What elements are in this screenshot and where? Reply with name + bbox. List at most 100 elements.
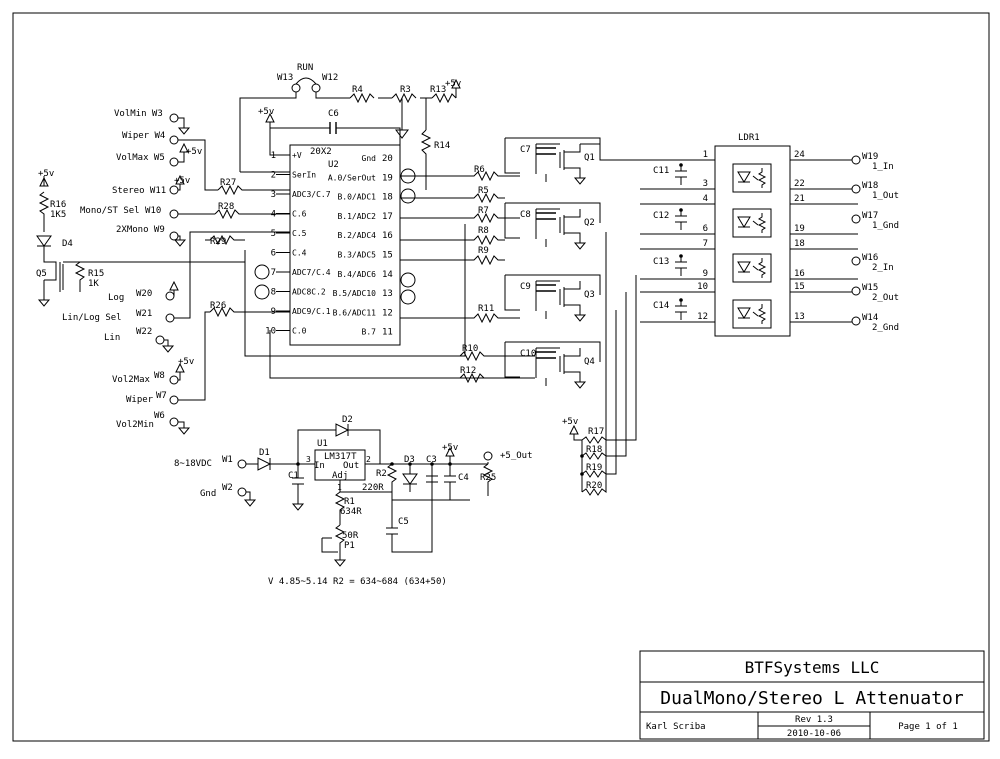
- d2: [335, 423, 350, 437]
- supply-label: +5v: [174, 176, 190, 186]
- w11-terminal[interactable]: [169, 185, 179, 195]
- mosfet-label: Q4: [584, 357, 595, 367]
- u1-adj: Adj: [332, 471, 348, 481]
- q5: [59, 262, 64, 292]
- d4: [36, 235, 52, 247]
- u2-pin-name: B.1/ADC2: [337, 212, 376, 221]
- r18: [581, 292, 627, 460]
- w3-terminal[interactable]: [169, 113, 179, 123]
- w8-terminal[interactable]: [169, 375, 179, 385]
- cap-label: C7: [520, 145, 531, 155]
- r17-label: R17: [588, 427, 604, 437]
- out5-terminal[interactable]: [483, 451, 493, 461]
- r13: [431, 92, 457, 104]
- ldr-cells: [732, 163, 772, 329]
- r2: [386, 463, 398, 520]
- u1-in: In: [314, 461, 325, 471]
- supply-label: +5v: [186, 147, 202, 157]
- pullup-network: +5v R17 R18 R19 R20: [562, 232, 637, 496]
- u2-pin-name: B.2/ADC4: [337, 231, 376, 240]
- right-connector-list: W191_InW181_OutW171_GndW162_InW152_OutW1…: [851, 152, 899, 333]
- r1: [334, 491, 346, 525]
- run-label: RUN: [297, 63, 313, 73]
- w20-terminal[interactable]: [165, 291, 175, 301]
- mosfet-label: Q2: [584, 218, 595, 228]
- w4-terminal[interactable]: [169, 135, 179, 145]
- supply-label: +5v: [442, 443, 458, 453]
- w16-label: W16: [862, 253, 878, 263]
- w22-terminal[interactable]: [155, 335, 165, 345]
- ldr-pin-number: 15: [794, 282, 805, 292]
- gnd1-label: 1_Gnd: [872, 221, 899, 231]
- vin-label: 8~18VDC: [174, 459, 212, 469]
- w14-terminal[interactable]: [851, 316, 861, 326]
- c4: [444, 464, 456, 500]
- cap-label: C9: [520, 282, 531, 292]
- r18-label: R18: [586, 445, 602, 455]
- ldr-pin-number: 22: [794, 179, 805, 189]
- mosfet: [559, 354, 565, 374]
- twoxmono-label: 2XMono W9: [116, 225, 165, 235]
- r14-label: R14: [434, 141, 450, 151]
- w9-terminal[interactable]: [169, 231, 179, 241]
- cap-label: C14: [653, 301, 669, 311]
- w18-terminal[interactable]: [851, 184, 861, 194]
- led-icon: [737, 171, 751, 183]
- w6-terminal[interactable]: [169, 417, 179, 427]
- u2-pin-name: +V: [292, 151, 302, 160]
- c3-label: C3: [426, 455, 437, 465]
- r6: [400, 170, 520, 182]
- r1-value: 634R: [340, 507, 362, 517]
- cap-label: C11: [653, 166, 669, 176]
- cap: [536, 147, 556, 155]
- u2-pin-name: Gnd: [362, 154, 377, 163]
- w7-terminal[interactable]: [169, 395, 179, 405]
- c5: [386, 464, 433, 553]
- r13-label: R13: [430, 85, 446, 95]
- u1-ref: U1: [317, 439, 328, 449]
- c5-label: C5: [398, 517, 409, 527]
- w1-terminal[interactable]: [237, 459, 247, 469]
- out2-label: 2_Out: [872, 293, 899, 303]
- u2-pin-name: B.6/ADC11: [333, 308, 377, 317]
- coupling-cap: C13: [653, 254, 687, 276]
- cap-label: C12: [653, 211, 669, 221]
- d3-label: D3: [404, 455, 415, 465]
- cap-label: C13: [653, 257, 669, 267]
- w2-terminal[interactable]: [237, 487, 247, 497]
- w13-label: W13: [277, 73, 293, 83]
- u2-pin-name: B.7: [362, 328, 377, 337]
- ground-symbol: [573, 177, 587, 185]
- u2-pin-name: C.0: [292, 327, 307, 336]
- ldr-pin-number: 12: [697, 312, 708, 322]
- ldr-pin-number: 6: [703, 224, 708, 234]
- w21-label: W21: [136, 309, 152, 319]
- w17-terminal[interactable]: [851, 214, 861, 224]
- test-pad: [254, 264, 270, 280]
- w5-terminal[interactable]: [169, 157, 179, 167]
- r4-label: R4: [352, 85, 363, 95]
- w21-terminal[interactable]: [165, 313, 175, 323]
- r6-label: R6: [474, 165, 485, 175]
- photoresistor-icon: [757, 168, 767, 188]
- w15-terminal[interactable]: [851, 286, 861, 296]
- u2-pin-number: 7: [271, 268, 276, 278]
- gate-resistors: R6 R5 R7 R8 R9 R11 R10 R12: [400, 165, 535, 384]
- w18-label: W18: [862, 181, 878, 191]
- r1-label: R1: [344, 497, 355, 507]
- r10: [459, 350, 535, 362]
- p1-label: P1: [344, 541, 355, 551]
- w19-terminal[interactable]: [851, 155, 861, 165]
- led-icon: [737, 261, 751, 273]
- input-resistors: R27 R28 R29 R26: [100, 178, 535, 379]
- stereo-label: Stereo W11: [112, 186, 166, 196]
- w10-terminal[interactable]: [169, 209, 179, 219]
- drawing-title: DualMono/Stereo L Attenuator: [660, 688, 964, 709]
- log-label: Log: [108, 293, 124, 303]
- w16-terminal[interactable]: [851, 256, 861, 266]
- monost-label: Mono/ST Sel W10: [80, 206, 161, 216]
